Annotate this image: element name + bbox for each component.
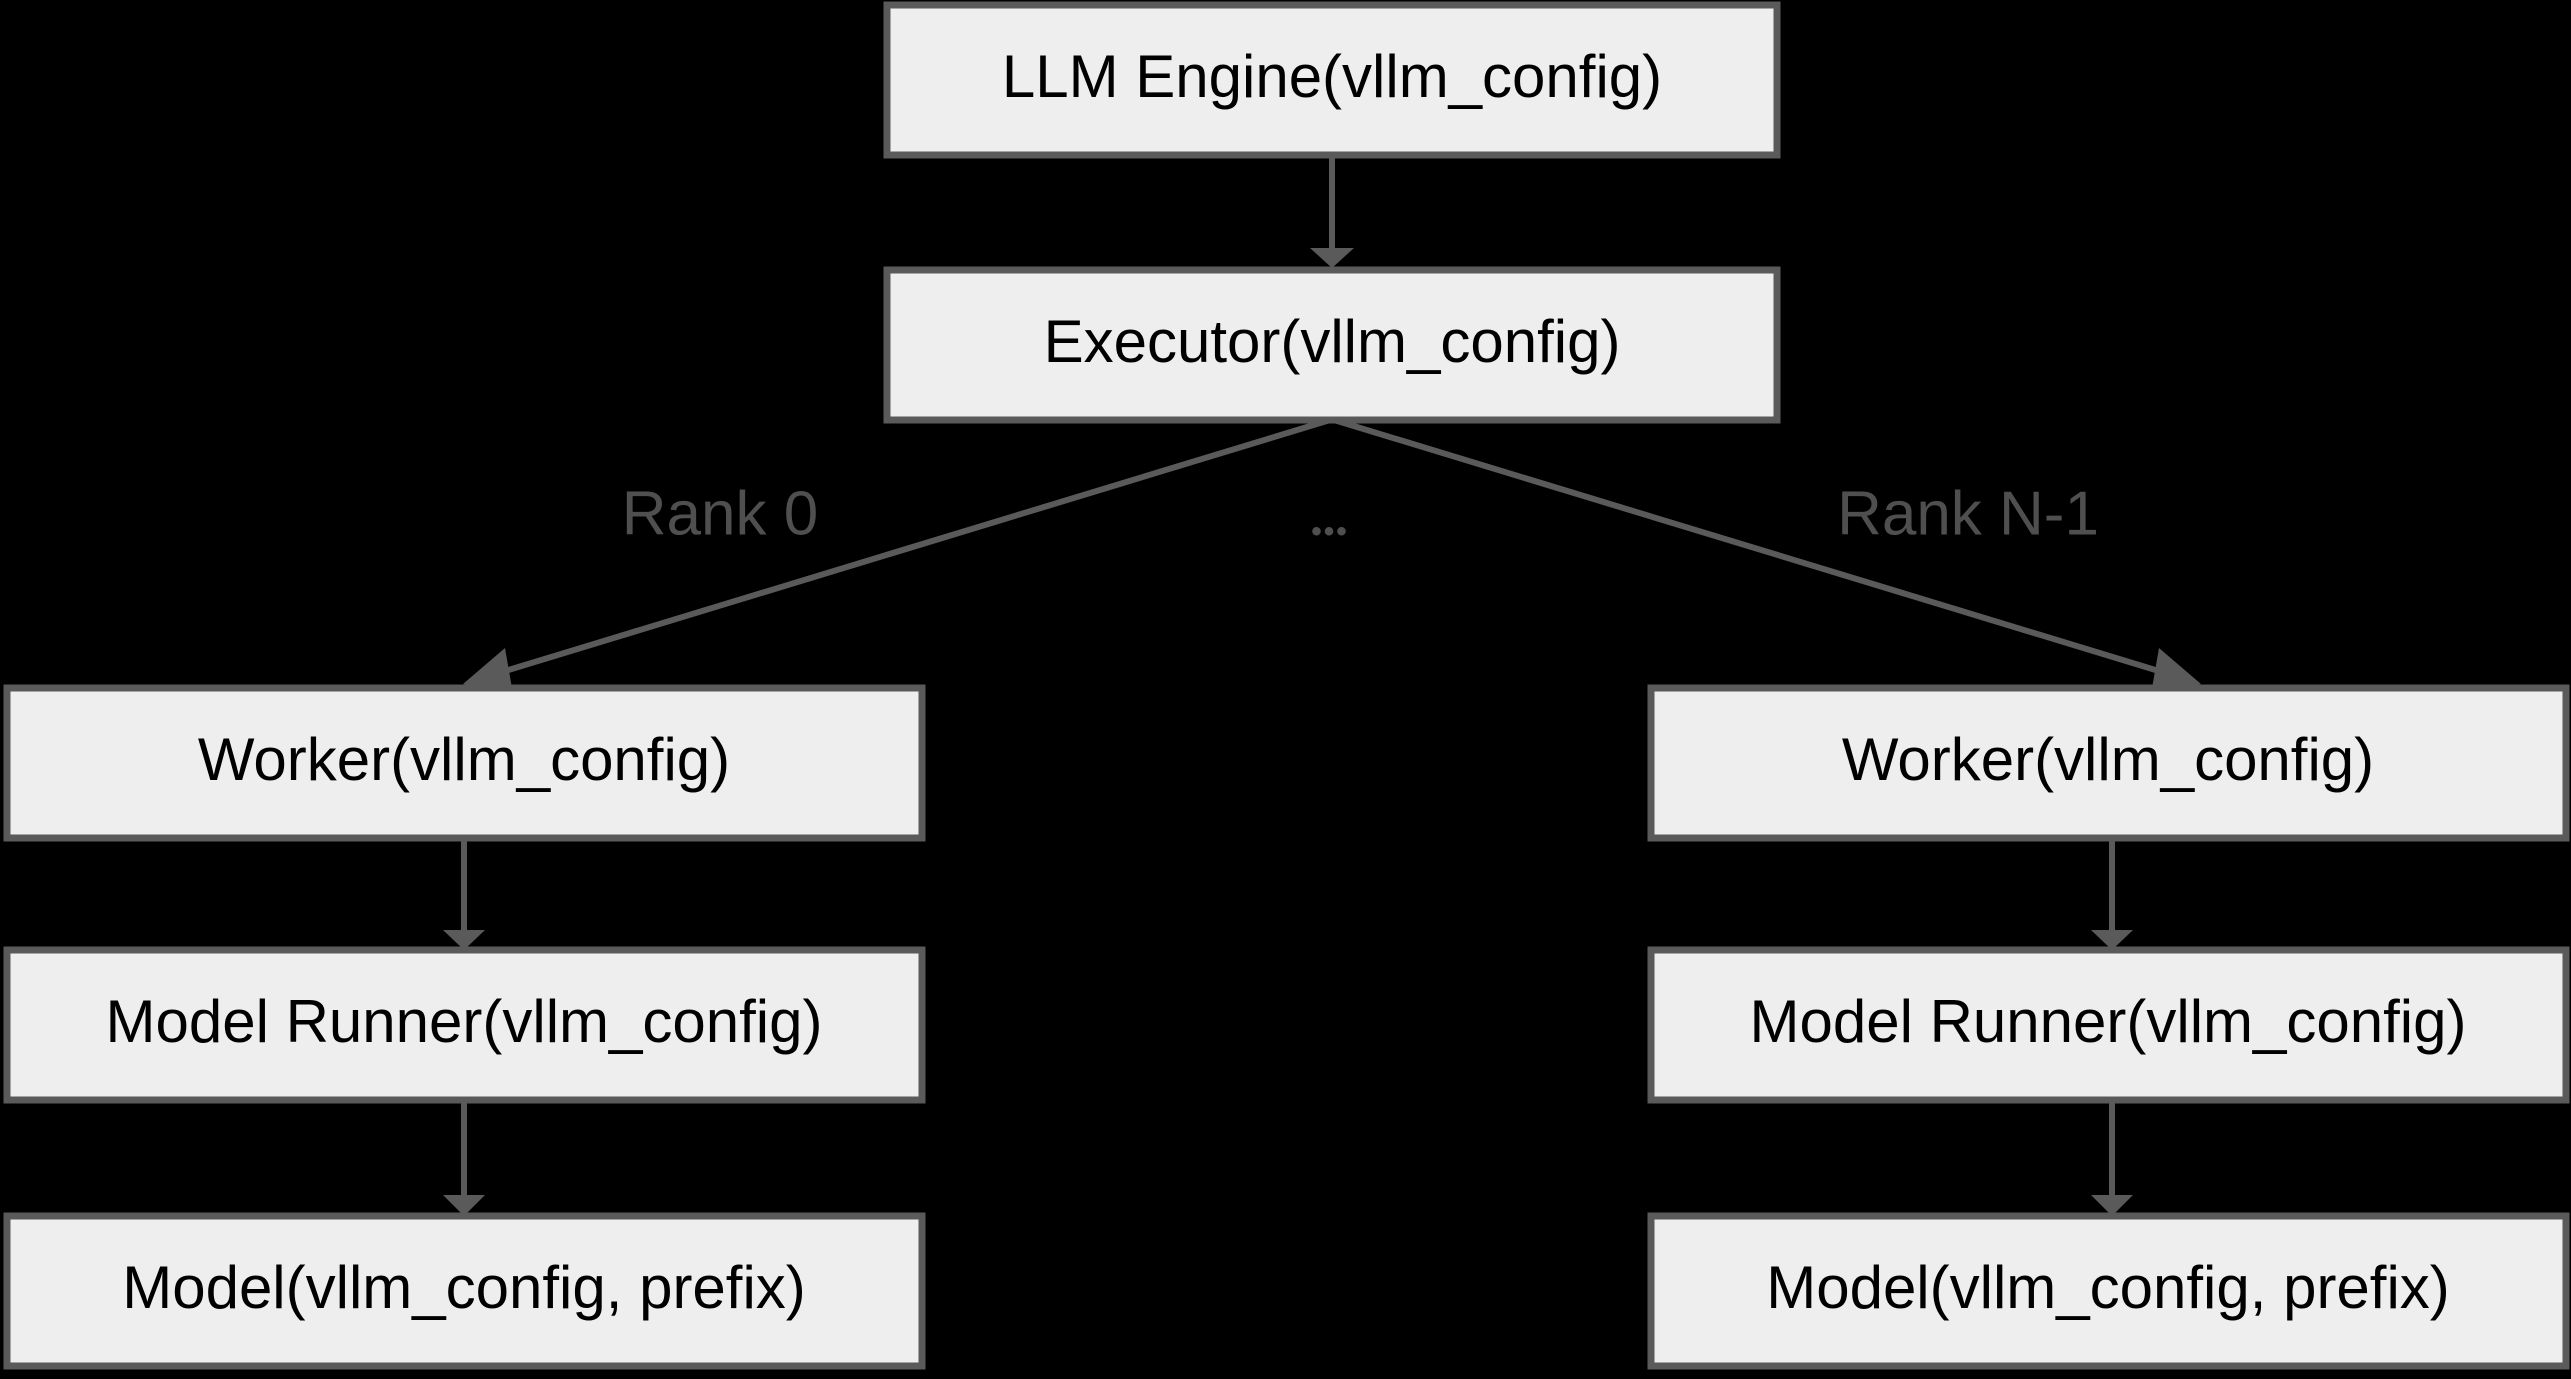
node-label-worker-rank0: Worker(vllm_config) <box>198 726 730 793</box>
arrowhead-model-runner-to-model-rank0 <box>443 1195 485 1216</box>
edge-executor-to-worker-rankn <box>1333 417 2201 694</box>
node-box-model-runner-rank0 <box>3 946 926 1104</box>
node-box-llm-engine <box>883 1 1781 159</box>
node-model-rank0[interactable]: Model(vllm_config, prefix) <box>3 1212 926 1370</box>
node-box-model-runner-rankn <box>1647 946 2570 1104</box>
node-label-worker-rankn: Worker(vllm_config) <box>1842 726 2374 793</box>
arrowhead-executor-to-worker-rank0 <box>463 648 513 694</box>
arrowhead-worker-to-model-runner-rankn <box>2091 930 2133 950</box>
arrowhead-worker-to-model-runner-rank0 <box>443 930 485 950</box>
edge-label-rank-0: Rank 0 <box>622 479 818 548</box>
edge-model-runner-to-model-rankn <box>2091 1100 2133 1216</box>
node-box-worker-rankn <box>1647 684 2570 842</box>
node-label-model-runner-rankn: Model Runner(vllm_config) <box>1750 988 2467 1055</box>
node-model-runner-rank0[interactable]: Model Runner(vllm_config) <box>3 946 926 1104</box>
edge-llm-engine-to-executor <box>1310 155 1354 268</box>
edge-line-executor-to-worker-rankn <box>1333 417 2173 678</box>
node-worker-rankn[interactable]: Worker(vllm_config) <box>1647 684 2570 842</box>
arrowhead-model-runner-to-model-rankn <box>2091 1195 2133 1216</box>
node-llm-engine[interactable]: LLM Engine(vllm_config) <box>883 1 1781 159</box>
node-box-worker-rank0 <box>3 684 926 842</box>
edge-executor-to-worker-rank0 <box>463 417 1331 694</box>
edge-label-ellipsis: ••• <box>1311 515 1349 548</box>
node-worker-rank0[interactable]: Worker(vllm_config) <box>3 684 926 842</box>
node-box-executor <box>883 266 1781 424</box>
arrowhead-executor-to-worker-rankn <box>2151 648 2201 694</box>
node-label-model-rank0: Model(vllm_config, prefix) <box>122 1254 806 1321</box>
edge-model-runner-to-model-rank0 <box>443 1100 485 1216</box>
node-executor[interactable]: Executor(vllm_config) <box>883 266 1781 424</box>
edge-worker-to-model-runner-rankn <box>2091 838 2133 950</box>
node-model-rankn[interactable]: Model(vllm_config, prefix) <box>1647 1212 2570 1370</box>
node-label-llm-engine: LLM Engine(vllm_config) <box>1002 43 1662 110</box>
node-box-model-rankn <box>1647 1212 2570 1370</box>
edge-line-executor-to-worker-rank0 <box>491 417 1331 678</box>
node-box-model-rank0 <box>3 1212 926 1370</box>
node-label-model-runner-rank0: Model Runner(vllm_config) <box>106 988 823 1055</box>
node-label-executor: Executor(vllm_config) <box>1044 308 1621 375</box>
arrowhead-llm-engine-to-executor <box>1310 248 1354 268</box>
edge-worker-to-model-runner-rank0 <box>443 838 485 950</box>
node-model-runner-rankn[interactable]: Model Runner(vllm_config) <box>1647 946 2570 1104</box>
node-label-model-rankn: Model(vllm_config, prefix) <box>1766 1254 2450 1321</box>
edge-label-rank-n-minus-1: Rank N-1 <box>1837 479 2099 548</box>
